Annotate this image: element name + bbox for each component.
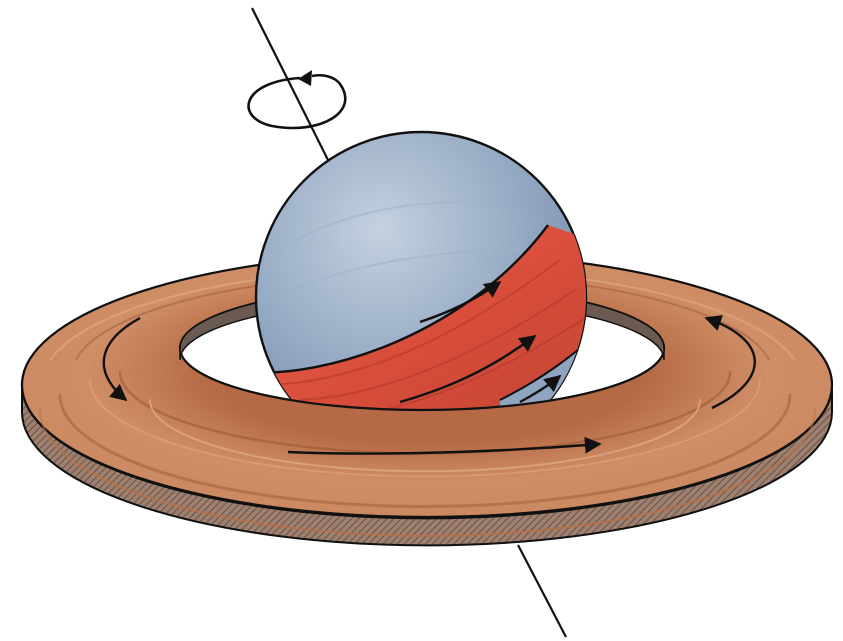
rotation-axis-lower xyxy=(518,545,566,637)
